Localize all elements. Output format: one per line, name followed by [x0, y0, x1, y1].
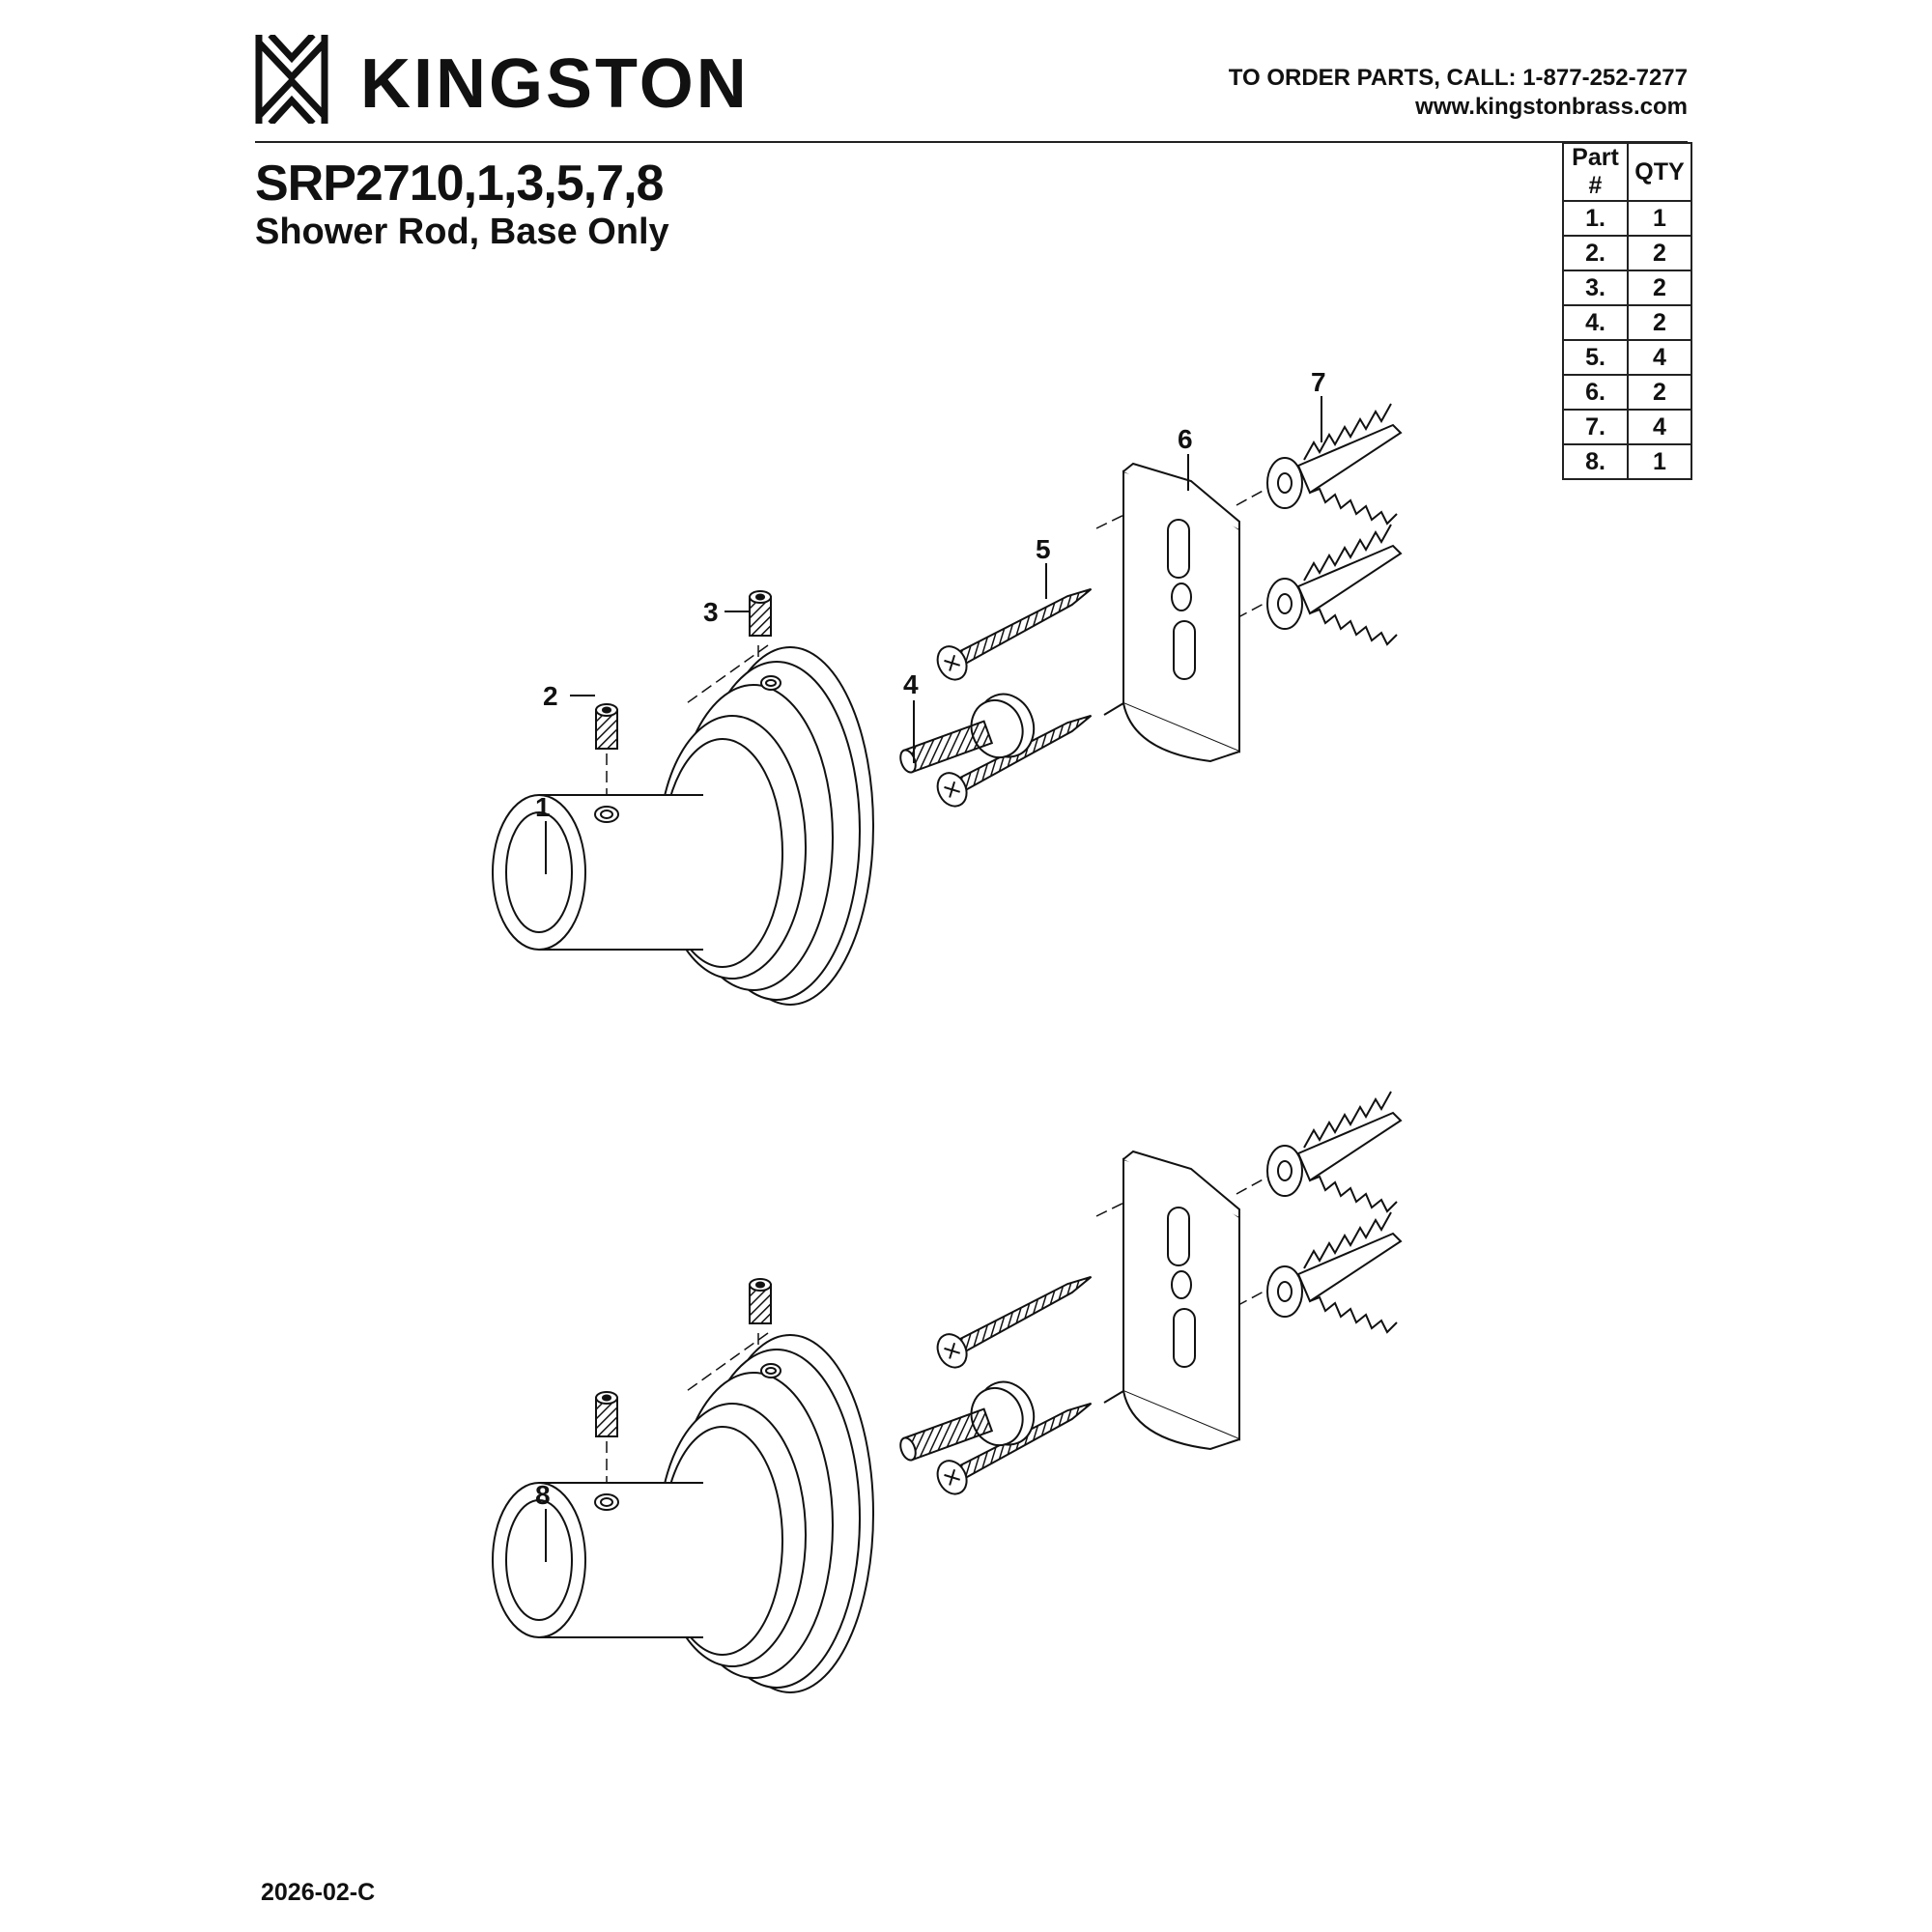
callout-6: 6: [1178, 424, 1193, 454]
table-row: 4.2: [1562, 304, 1692, 341]
upper-assembly: 1 2 3 4 5 6 7: [492, 367, 1402, 1006]
callout-3: 3: [703, 597, 719, 627]
part-number: 7.: [1562, 409, 1629, 445]
part-qty: 1: [1627, 443, 1692, 480]
set-screw: [595, 1391, 618, 1437]
callout-1: 1: [535, 792, 551, 822]
part-qty: 4: [1627, 339, 1692, 376]
wall-anchor-lower: [1266, 524, 1402, 645]
set-screw: [749, 1278, 772, 1324]
callout-7: 7: [1311, 367, 1326, 397]
set-screw-part-3: [749, 590, 772, 637]
table-row: 7.4: [1562, 409, 1692, 445]
callout-8: 8: [535, 1480, 551, 1510]
lower-assembly: 8: [492, 1091, 1402, 1693]
part-qty: 4: [1627, 409, 1692, 445]
wall-anchor-part-7: [1266, 403, 1402, 525]
part-qty: 2: [1627, 374, 1692, 411]
order-info: TO ORDER PARTS, CALL: 1-877-252-7277 www…: [1229, 64, 1688, 122]
table-row: 8.1: [1562, 443, 1692, 480]
header-part: Part #: [1562, 142, 1629, 202]
table-row: 5.4: [1562, 339, 1692, 376]
part-qty: 1: [1627, 200, 1692, 237]
order-phone: TO ORDER PARTS, CALL: 1-877-252-7277: [1228, 65, 1688, 91]
callout-2: 2: [543, 681, 558, 711]
table-row: 6.2: [1562, 374, 1692, 411]
order-website[interactable]: www.kingstonbrass.com: [1415, 94, 1688, 120]
product-subtitle: Shower Rod, Base Only: [255, 212, 669, 252]
parts-table-header: Part # QTY: [1562, 142, 1692, 202]
table-row: 3.2: [1562, 270, 1692, 306]
callout-4: 4: [903, 669, 919, 699]
part-qty: 2: [1627, 235, 1692, 271]
part-number: 3.: [1562, 270, 1629, 306]
wall-anchor: [1266, 1091, 1402, 1212]
header-divider: [255, 141, 1688, 143]
bracket: [1103, 1151, 1240, 1450]
part-qty: 2: [1627, 270, 1692, 306]
wood-screw: [930, 1260, 1100, 1374]
part-number: 4.: [1562, 304, 1629, 341]
wood-screw-part-5: [930, 572, 1100, 686]
part-number: 1.: [1562, 200, 1629, 237]
part-number: 6.: [1562, 374, 1629, 411]
callout-5: 5: [1036, 534, 1051, 564]
table-row: 1.1: [1562, 200, 1692, 237]
flange-base-part-8: [492, 1334, 874, 1693]
document-code: 2026-02-C: [261, 1879, 376, 1906]
part-qty: 2: [1627, 304, 1692, 341]
kingston-logo-icon: [255, 35, 328, 124]
bracket-part-6: [1103, 463, 1240, 762]
set-screw-part-2: [595, 703, 618, 750]
brand-name: KINGSTON: [360, 45, 750, 123]
parts-table: Part # QTY 1.1 2.2 3.2 4.2 5.4 6.2 7.4 8…: [1562, 142, 1692, 480]
wall-anchor: [1266, 1211, 1402, 1333]
part-number: 2.: [1562, 235, 1629, 271]
header-qty: QTY: [1627, 142, 1692, 202]
model-number: SRP2710,1,3,5,7,8: [255, 156, 664, 212]
part-number: 8.: [1562, 443, 1629, 480]
leader-lines: [545, 396, 1322, 874]
part-number: 5.: [1562, 339, 1629, 376]
table-row: 2.2: [1562, 235, 1692, 271]
